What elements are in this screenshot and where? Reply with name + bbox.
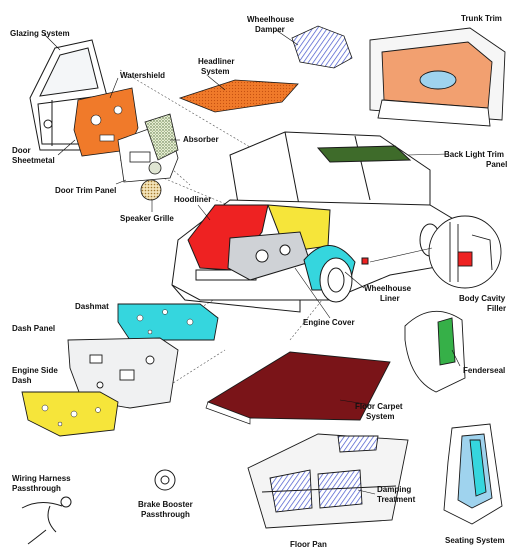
seating-system-label: Seating System — [445, 536, 505, 545]
body-cavity-filler-label-line1: Body Cavity — [459, 294, 506, 303]
seating-system-drawing — [443, 423, 503, 525]
door-trim-panel-label: Door Trim Panel — [55, 186, 117, 195]
headliner-label-line1: Headliner — [198, 57, 235, 66]
brake-booster-label-line1: Brake Booster — [138, 500, 193, 509]
brake-booster-passthrough-drawing — [154, 469, 176, 491]
damping-treatment-label-line1: Damping — [377, 485, 412, 494]
back-light-trim-label-line1: Back Light Trim — [444, 150, 505, 159]
wheelhouse-damper-drawing — [291, 25, 353, 69]
fenderseal-label: Fenderseal — [463, 366, 506, 375]
wheelhouse-damper-label-line1: Wheelhouse — [247, 15, 295, 24]
absorber-label: Absorber — [183, 135, 219, 144]
watershield-label: Watershield — [120, 71, 166, 80]
wiring-harness-label-line2: Passthrough — [12, 484, 61, 493]
engine-side-dash-holes — [41, 404, 101, 427]
speaker-grille-label: Speaker Grille — [120, 214, 174, 223]
dash-panel-label: Dash Panel — [12, 324, 56, 333]
wiring-harness-passthrough-drawing — [21, 496, 72, 545]
wheelhouse-liner-label-line1: Wheelhouse — [364, 284, 412, 293]
engine-side-dash-label-line2: Dash — [12, 376, 32, 385]
dashmat-label: Dashmat — [75, 302, 109, 311]
door-trim-drawing — [117, 113, 179, 183]
engine-cover-label: Engine Cover — [303, 318, 355, 327]
back-light-trim-label-line2: Panel — [486, 160, 508, 169]
headliner-label-line2: System — [201, 67, 230, 76]
wiring-harness-label-line1: Wiring Harness — [12, 474, 71, 483]
dashmat-drawing — [117, 303, 219, 341]
trunk-trim-drawing — [369, 27, 506, 127]
brake-booster-label-line2: Passthrough — [141, 510, 190, 519]
dash-panel-drawing — [67, 337, 179, 409]
body-cavity-filler-label-line2: Filler — [487, 304, 507, 313]
floor-carpet-label-line2: System — [366, 412, 395, 421]
wheelhouse-liner-label-line2: Liner — [380, 294, 400, 303]
floor-pan-drawing — [247, 433, 409, 529]
body-cavity-filler-drawing — [369, 215, 502, 289]
headliner-drawing — [178, 79, 299, 113]
door-sheetmetal-label-line2: Sheetmetal — [12, 156, 55, 165]
fenderseal-drawing — [404, 310, 466, 393]
hoodliner-label: Hoodliner — [174, 195, 212, 204]
engine-side-dash-drawing — [21, 391, 119, 437]
door-sheetmetal-label-line1: Door — [12, 146, 31, 155]
speaker-grille-drawing — [140, 179, 162, 201]
damping-treatment-label-line2: Treatment — [377, 495, 416, 504]
car-body-drawing — [171, 131, 456, 313]
floor-carpet-label-line1: Floor Carpet — [355, 402, 403, 411]
engine-side-dash-label-line1: Engine Side — [12, 366, 58, 375]
wheelhouse-damper-label-line2: Damper — [255, 25, 285, 34]
leader-lines — [43, 29, 461, 495]
glazing-system-label: Glazing System — [10, 29, 70, 38]
trunk-trim-label: Trunk Trim — [461, 14, 502, 23]
floor-pan-label: Floor Pan — [290, 540, 327, 549]
dashmat-holes — [136, 309, 194, 335]
